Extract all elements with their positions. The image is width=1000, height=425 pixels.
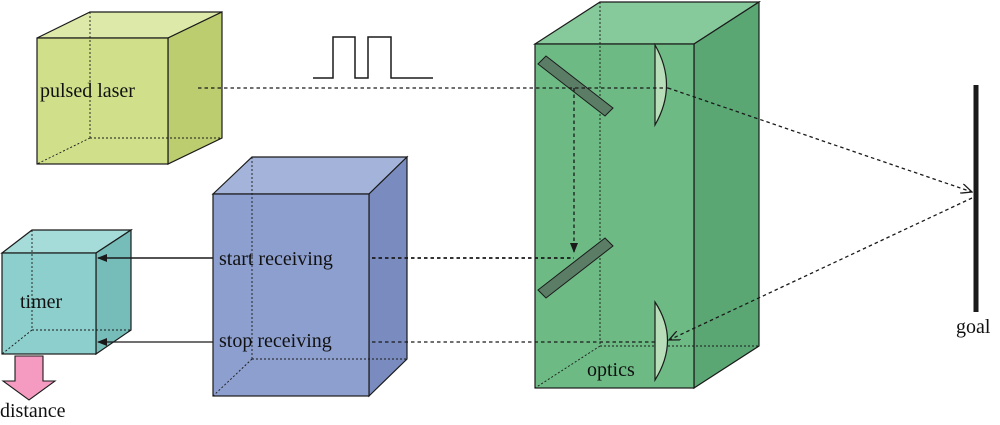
timer-box: timer xyxy=(0,228,134,356)
beam-paths xyxy=(198,87,972,343)
timer-front-face xyxy=(1,252,97,355)
receiver-box: start receiving stop receiving xyxy=(211,155,409,398)
pulsed-laser-box: pulsed laser xyxy=(36,11,223,165)
laser-hidden-edges xyxy=(36,12,222,165)
optics-front-face xyxy=(534,43,695,389)
pulse-waveform xyxy=(313,36,433,79)
goal-label: goal xyxy=(956,316,991,338)
timer-label: timer xyxy=(20,291,63,313)
optics-label: optics xyxy=(587,359,635,381)
beam-to-goal xyxy=(667,87,972,192)
start-receiving-label: start receiving xyxy=(219,248,333,270)
distance-label: distance xyxy=(0,400,66,420)
upper-lens xyxy=(654,42,668,128)
timer-hidden-edges xyxy=(1,230,131,355)
optics-hidden-edges xyxy=(534,2,759,389)
distance-output-arrow xyxy=(1,355,57,401)
lower-mirror xyxy=(537,237,614,299)
receiver-front-face xyxy=(212,193,370,397)
optics-box: optics xyxy=(532,0,762,390)
optics-side-face xyxy=(693,0,760,390)
receiver-side-face xyxy=(368,155,408,398)
laser-label: pulsed laser xyxy=(40,80,135,102)
lower-lens xyxy=(654,299,669,383)
receiver-hidden-edges xyxy=(212,157,407,397)
stop-receiving-label: stop receiving xyxy=(219,330,332,352)
laser-front-face xyxy=(36,37,169,165)
upper-mirror xyxy=(537,55,614,117)
